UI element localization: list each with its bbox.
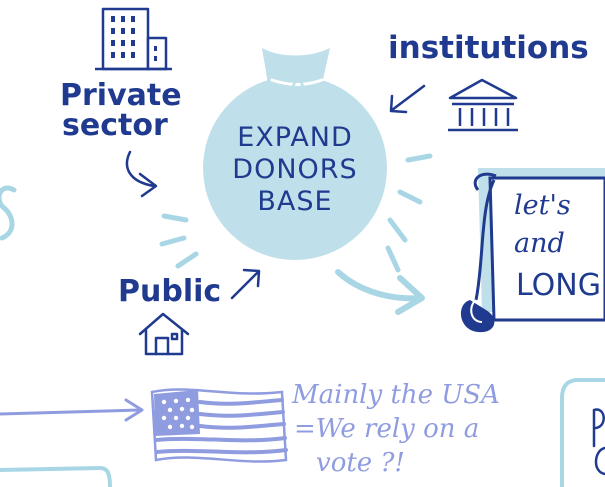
private-sector-label-line1: Private	[60, 78, 182, 113]
us-flag-icon	[150, 388, 288, 463]
scroll-text-line2: and	[514, 228, 565, 259]
partial-letter-c	[594, 446, 605, 476]
bag-title-line1: EXPAND	[237, 122, 353, 153]
scroll-text-line1: let's	[514, 190, 571, 221]
bag-rays	[159, 153, 433, 273]
arrow-public-to-bag	[230, 268, 261, 300]
partial-letter-p	[592, 408, 605, 448]
note-line2: =We rely on a	[294, 414, 480, 444]
public-label: Public	[118, 274, 222, 309]
money-bag	[203, 48, 387, 260]
bag-title-line2: DONORS	[232, 154, 358, 185]
partial-box-bottom-right	[560, 378, 605, 487]
note-line3: vote ?!	[316, 448, 405, 478]
arrow-private-to-bag	[125, 150, 158, 198]
institutions-label: institutions	[388, 30, 589, 66]
bag-title: EXPAND DONORS BASE	[205, 122, 385, 218]
house-icon	[138, 312, 190, 356]
arrow-institutions-to-bag	[389, 84, 426, 114]
scroll-banner	[460, 168, 605, 333]
scroll-text-line3: LONG	[516, 268, 601, 303]
partial-box-bottom-left	[0, 465, 112, 487]
private-sector-label-line2: sector	[62, 108, 168, 143]
arrow-to-flag	[0, 398, 144, 422]
bag-title-line3: BASE	[257, 186, 333, 217]
note-line1: Mainly the USA	[292, 380, 500, 410]
partial-letter-s	[0, 185, 17, 241]
institution-building-icon	[448, 78, 518, 132]
arrow-to-scroll	[335, 269, 425, 315]
office-building-icon	[95, 7, 172, 71]
